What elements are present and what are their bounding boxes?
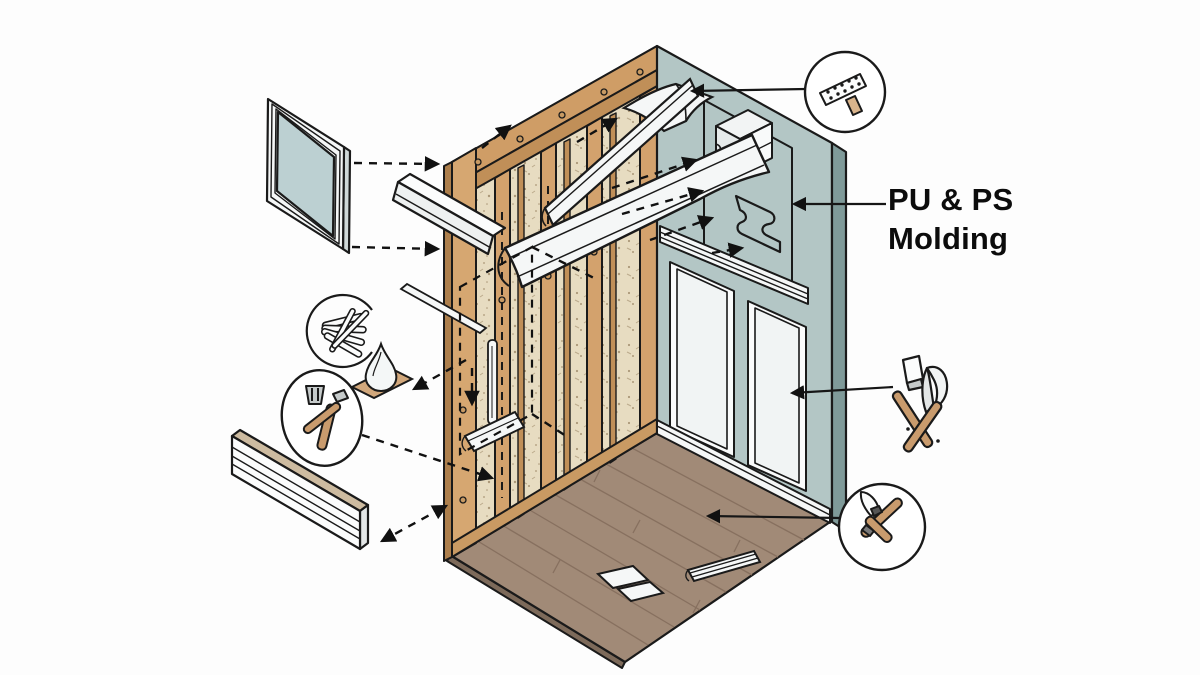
- wall-baseboard: [656, 419, 831, 524]
- chair-rail: [659, 225, 809, 305]
- assembly-guides: [351, 117, 745, 543]
- wood-floor: [446, 431, 832, 669]
- adhesive-caulk-dollop: [349, 340, 415, 400]
- molding-profile-outline: [734, 194, 782, 254]
- callout-lines: [689, 83, 894, 524]
- molding-bundle-icon: [305, 293, 373, 369]
- mirror-glass: [275, 110, 336, 238]
- molding-label-line2: Molding: [888, 221, 1009, 256]
- framed-mirror: [265, 97, 352, 255]
- thin-trim-strip: [399, 282, 488, 335]
- knife-and-stick-icon: [837, 482, 927, 572]
- wall-panel-left: [669, 261, 735, 458]
- trowel-and-chisel-icon: [280, 369, 364, 467]
- small-crown-piece: [461, 410, 526, 453]
- perforated-rasp-icon: [803, 50, 887, 134]
- small-cornice-piece: [391, 172, 507, 256]
- baseboard-molding: [230, 428, 370, 551]
- molding-label-line1: PU & PS: [888, 182, 1014, 217]
- vertical-trim-piece: [487, 339, 498, 425]
- putty-knife-and-hatchet-icon: [891, 354, 949, 453]
- wall-panel-right: [747, 300, 807, 492]
- molding-label: PU & PS Molding: [888, 180, 1013, 258]
- floor-molding-pieces: [595, 549, 762, 603]
